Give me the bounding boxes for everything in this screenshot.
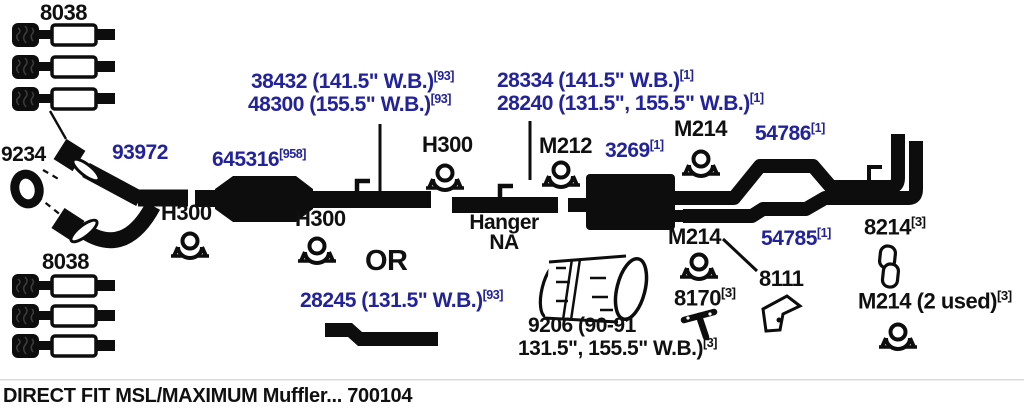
hanger-clamp-icon	[424, 163, 466, 192]
part-label-48300[interactable]: 48300 (155.5" W.B.)[93]	[248, 92, 451, 116]
t-bolt-clamp-icon	[680, 308, 718, 341]
resonator-pipe-icon	[10, 332, 117, 360]
part-label-m214-2used: M214 (2 used)[3]	[858, 288, 1012, 314]
flange-gasket-icon	[877, 244, 901, 289]
part-label-8038-top: 8038	[40, 0, 87, 25]
flange-gasket-joint	[69, 218, 99, 244]
part-label-8170: 8170[3]	[674, 285, 736, 311]
hanger-clamp-icon	[169, 231, 211, 260]
resonator-pipe-icon	[10, 272, 117, 300]
part-label-54785[interactable]: 54785[1]	[761, 226, 831, 250]
part-label-9206-line1: 9206 (90-91	[528, 314, 636, 337]
part-label-m212: M212	[539, 133, 593, 158]
hanger-clamp-icon	[296, 236, 338, 265]
hanger-na-note: Hanger NA	[469, 211, 539, 254]
part-label-8038-bottom: 8038	[42, 249, 89, 274]
leader-line-dashed	[36, 195, 63, 217]
part-label-8214: 8214[3]	[864, 214, 926, 240]
part-label-93972[interactable]: 93972	[112, 141, 168, 164]
muffler-drawing	[586, 174, 684, 230]
hanger-clamp-icon	[678, 252, 720, 281]
catalog-footer-title: DIRECT FIT MSL/MAXIMUM Muffler... 700104	[3, 385, 413, 407]
hanger-clamp-icon	[680, 149, 722, 178]
part-label-h300-mid: H300	[295, 206, 346, 231]
hanger-hook	[354, 178, 370, 193]
part-label-h300-left: H300	[161, 200, 212, 225]
tailpipe-54786-drawing	[683, 134, 905, 205]
leader-line-dashed	[42, 169, 63, 182]
part-label-m214-mid: M214	[668, 224, 722, 249]
footer-divider	[0, 379, 1024, 381]
hanger-clamp-icon	[540, 160, 582, 189]
donut-gasket-icon	[10, 169, 63, 217]
or-separator-label: OR	[365, 245, 408, 277]
part-label-645316[interactable]: 645316[958]	[212, 147, 306, 171]
mounting-bracket-icon	[761, 294, 803, 333]
leader-line	[48, 110, 68, 140]
heat-shield-icon	[538, 254, 649, 324]
tailpipe-54785-drawing	[683, 141, 923, 223]
leader-lines	[378, 121, 759, 273]
part-label-h300-right: H300	[422, 132, 473, 157]
y-pipe-drawing	[51, 138, 188, 249]
resonator-pipe-icon	[10, 21, 117, 49]
part-label-28334[interactable]: 28334 (141.5" W.B.)[1]	[497, 68, 694, 92]
resonator-pipe-icon	[10, 53, 117, 81]
part-label-8111: 8111	[759, 266, 804, 291]
resonator-set-top	[10, 21, 117, 140]
intermediate-pipe-drawing	[313, 178, 586, 213]
hanger-clamp-icon	[877, 322, 919, 351]
hanger-hook	[497, 183, 513, 198]
part-label-3269[interactable]: 3269[1]	[605, 138, 664, 162]
part-label-9206-line2: 131.5", 155.5" W.B.)[3]	[518, 336, 717, 360]
part-label-54786[interactable]: 54786[1]	[755, 121, 825, 145]
catalytic-converter-drawing	[195, 176, 313, 222]
part-label-9234: 9234	[1, 143, 46, 166]
resonator-pipe-icon	[10, 302, 117, 330]
part-label-38432[interactable]: 38432 (141.5" W.B.)[93]	[251, 69, 454, 93]
resonator-set-bottom	[10, 272, 117, 360]
part-label-28240[interactable]: 28240 (131.5", 155.5" W.B.)[1]	[497, 91, 764, 115]
part-label-28245[interactable]: 28245 (131.5" W.B.)[93]	[300, 288, 503, 312]
part-label-m214-top: M214	[674, 116, 728, 141]
hanger-hook	[867, 165, 882, 181]
or-pipe-28245-drawing	[325, 323, 438, 346]
resonator-pipe-icon	[10, 85, 117, 113]
flange-gasket-joint	[71, 157, 101, 183]
